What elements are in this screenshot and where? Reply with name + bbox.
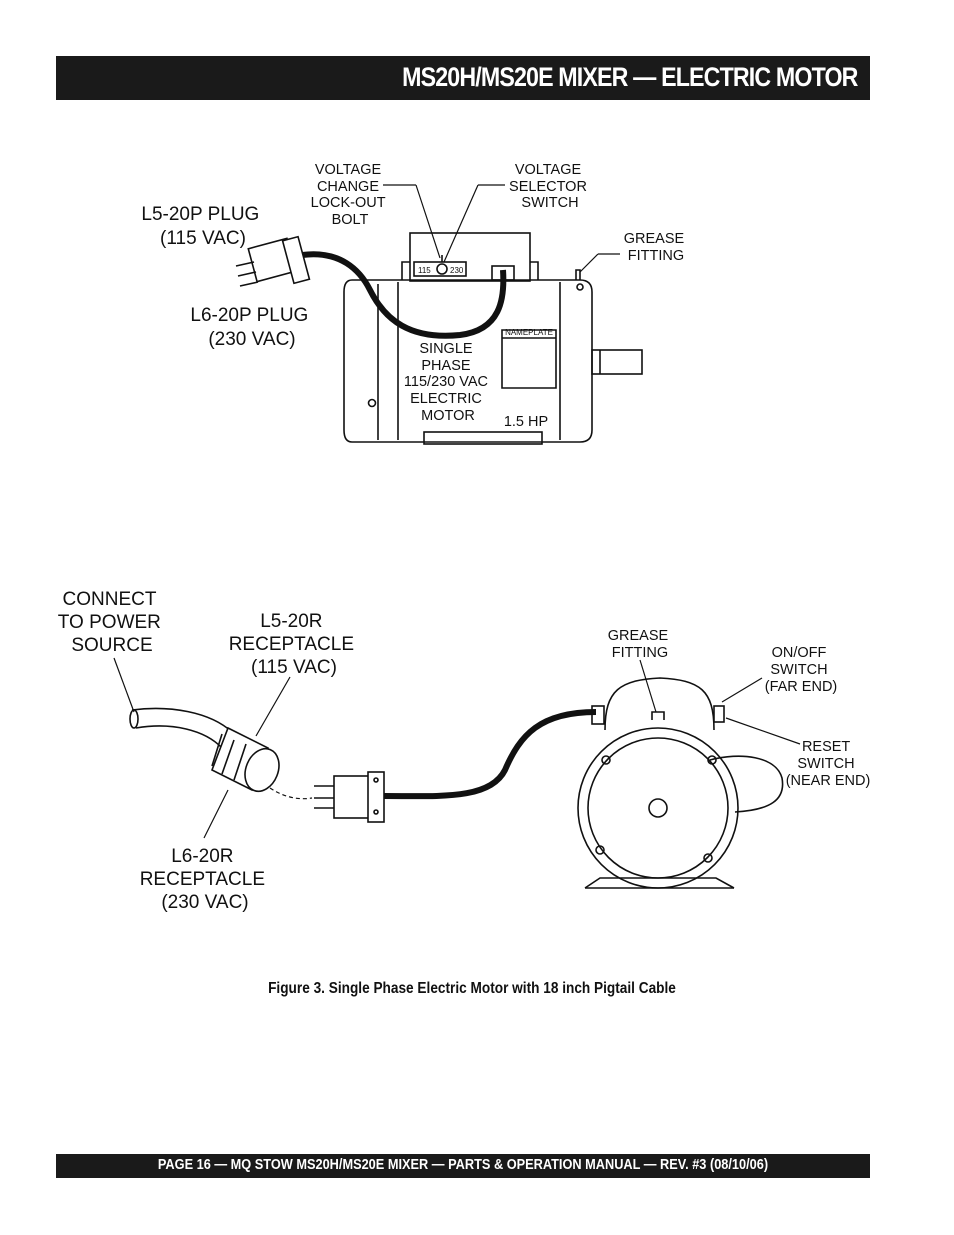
page-title: MS20H/MS20E MIXER — ELECTRIC MOTOR — [402, 62, 859, 92]
bottom-leader-lines — [113, 657, 801, 839]
l6-20p-plug-label: L6-20P PLUG (230 VAC) — [190, 305, 313, 350]
bottom-grease-fitting-label: GREASE FITTING — [608, 628, 672, 661]
header-bar: MS20H/MS20E MIXER — ELECTRIC MOTOR — [56, 56, 870, 100]
bottom-plug-icon — [314, 771, 385, 823]
top-motor-drawing — [343, 232, 643, 445]
motor-description-label: SINGLE PHASE 115/230 VAC ELECTRIC MOTOR — [404, 341, 492, 424]
figure-caption: Figure 3. Single Phase Electric Motor wi… — [268, 980, 676, 997]
voltage-selector-label: VOLTAGE SELECTOR SWITCH — [509, 162, 591, 211]
power-source-cable — [129, 707, 233, 749]
switch-230-label: 230 — [450, 266, 464, 275]
plug-connection-dashed — [269, 787, 313, 800]
top-grease-fitting-label: GREASE FITTING — [624, 231, 688, 264]
top-leader-lines — [383, 184, 620, 273]
footer-bar: PAGE 16 — MQ STOW MS20H/MS20E MIXER — PA… — [56, 1154, 870, 1178]
nameplate-label: NAMEPLATE — [505, 328, 553, 337]
switch-115-label: 115 — [418, 266, 431, 275]
top-pigtail-cable — [301, 251, 507, 339]
top-plug-icon — [235, 235, 311, 287]
footer-text: PAGE 16 — MQ STOW MS20H/MS20E MIXER — PA… — [157, 1157, 769, 1173]
l5-20p-plug-label: L5-20P PLUG (115 VAC) — [141, 204, 264, 249]
receptacle-icon — [210, 726, 280, 793]
horsepower-label: 1.5 HP — [504, 414, 548, 430]
reset-switch-label: RESET SWITCH (NEAR END) — [786, 739, 871, 789]
on-off-switch-label: ON/OFF SWITCH (FAR END) — [765, 645, 838, 695]
l5-20r-receptacle-label: L5-20R RECEPTACLE (115 VAC) — [229, 611, 360, 678]
voltage-change-label: VOLTAGE CHANGE LOCK-OUT BOLT — [311, 162, 390, 228]
l6-20r-receptacle-label: L6-20R RECEPTACLE (230 VAC) — [140, 846, 271, 913]
bottom-motor-drawing — [577, 677, 784, 889]
bottom-pigtail-cable — [383, 709, 597, 800]
connect-to-power-label: CONNECT TO POWER SOURCE — [58, 589, 166, 656]
